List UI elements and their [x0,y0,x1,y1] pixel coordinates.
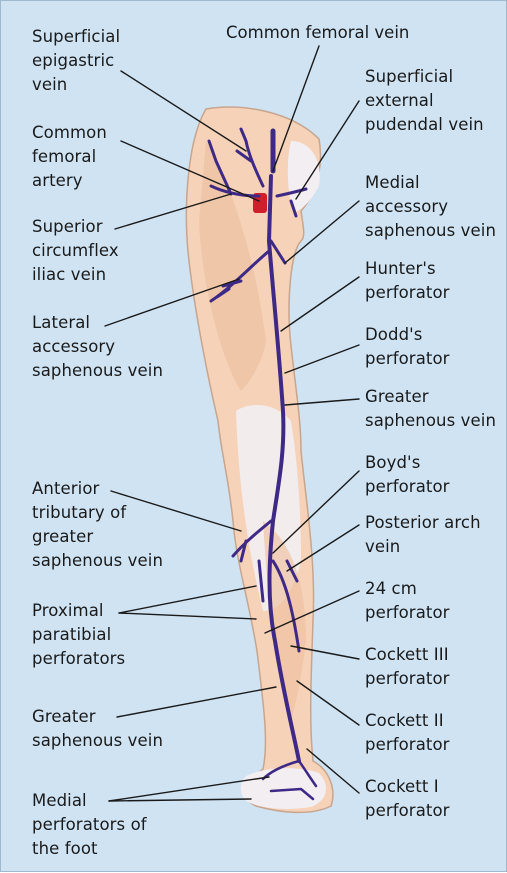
label-cockett-i-perforator: Cockett I perforator [365,775,450,823]
label-anterior-tributary: Anterior tributary of greater saphenous … [32,477,163,573]
label-greater-saphenous-vein-left: Greater saphenous vein [32,705,163,753]
leader-hunters [281,277,359,331]
label-24cm-perforator: 24 cm perforator [365,577,450,625]
label-common-femoral-artery: Common femoral artery [32,121,107,193]
leader-dodds [285,345,359,373]
foot-area [241,768,326,809]
label-cockett-ii-perforator: Cockett II perforator [365,709,450,757]
leader-proximal-paratibial-1 [119,586,256,613]
label-superficial-external-pudendal-vein: Superficial external pudendal vein [365,65,484,137]
label-common-femoral-vein: Common femoral vein [226,21,409,45]
label-posterior-arch-vein: Posterior arch vein [365,511,481,559]
label-cockett-iii-perforator: Cockett III perforator [365,643,450,691]
label-boyds-perforator: Boyd's perforator [365,451,450,499]
label-medial-perforators-of-foot: Medial perforators of the foot [32,789,147,861]
label-greater-saphenous-vein-right: Greater saphenous vein [365,385,496,433]
label-medial-accessory-saphenous-vein: Medial accessory saphenous vein [365,171,496,243]
label-superior-circumflex-iliac-vein: Superior circumflex iliac vein [32,215,119,287]
label-dodds-perforator: Dodd's perforator [365,323,450,371]
label-superficial-epigastric-vein: Superficial epigastric vein [32,25,120,97]
label-proximal-paratibial-perforators: Proximal paratibial perforators [32,599,125,671]
leader-proximal-paratibial-2 [119,613,256,619]
label-lateral-accessory-saphenous-vein: Lateral accessory saphenous vein [32,311,163,383]
label-hunters-perforator: Hunter's perforator [365,257,450,305]
